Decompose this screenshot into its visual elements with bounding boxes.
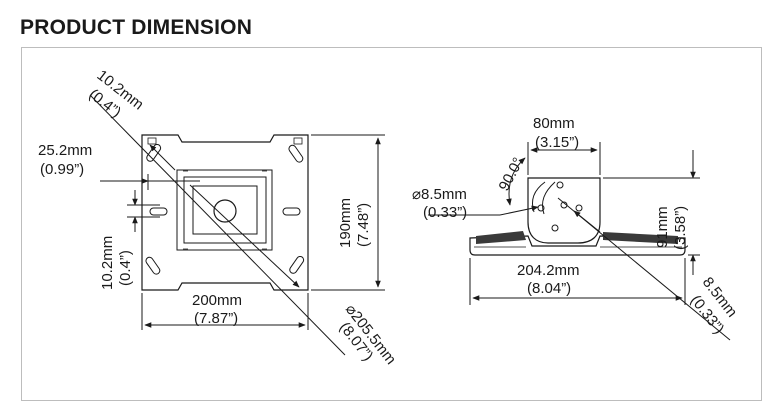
offset-x-in: (0.99”)	[40, 161, 84, 178]
drawing-frame	[21, 47, 762, 401]
offset-y-mm: 10.2mm	[99, 236, 116, 290]
offset-x-mm: 25.2mm	[38, 142, 92, 159]
hole-in: (0.33”)	[423, 204, 467, 221]
top-width-mm: 80mm	[533, 115, 575, 132]
right-height-in: (3.58”)	[672, 206, 689, 250]
side-bracket-drawing	[469, 177, 686, 256]
height-in: (7.48”)	[355, 203, 372, 247]
angle-label: 90.0°	[496, 155, 528, 194]
width-mm: 200mm	[192, 292, 242, 309]
right-height-mm: 91mm	[654, 206, 671, 248]
height-mm: 190mm	[337, 198, 354, 248]
width-in: (7.87”)	[194, 310, 238, 327]
right-dimension-lines	[428, 142, 731, 341]
hole-mm: ⌀8.5mm	[412, 186, 467, 203]
base-width-mm: 204.2mm	[517, 262, 580, 279]
base-width-in: (8.04”)	[527, 280, 571, 297]
offset-y-in: (0.4”)	[117, 250, 134, 286]
left-dimension-lines	[89, 94, 385, 356]
page-title: PRODUCT DIMENSION	[20, 16, 253, 39]
mounting-plate-drawing	[141, 134, 309, 291]
top-width-in: (3.15”)	[535, 134, 579, 151]
